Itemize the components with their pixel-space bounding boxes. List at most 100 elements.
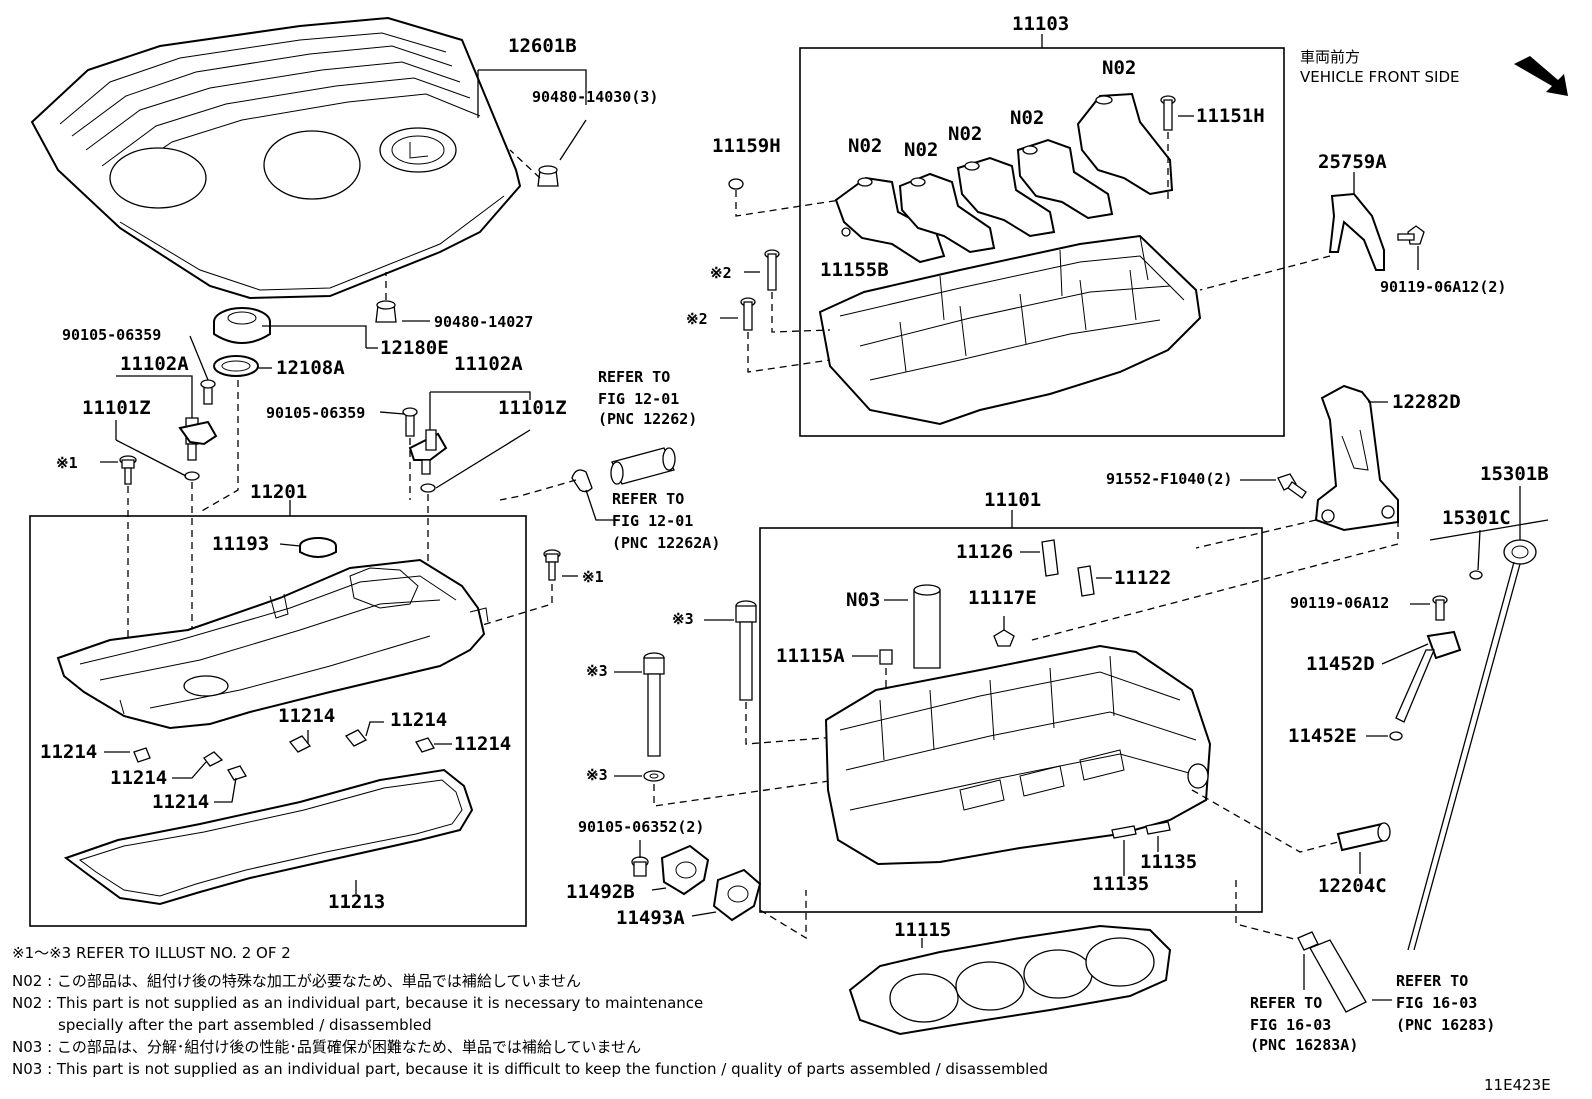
head-cover-frame [29, 515, 527, 927]
label-90119-06A12[interactable]: 90119-06A12 [1290, 594, 1389, 612]
refer-fig16-03-a[interactable]: REFER TO FIG 16-03 (PNC 16283A) [1250, 994, 1358, 1054]
seal-cap-drawing [299, 537, 337, 558]
label-11115[interactable]: 11115 [894, 919, 951, 941]
label-ref1-a[interactable]: ※1 [56, 454, 78, 472]
label-N02-b[interactable]: N02 [904, 139, 938, 161]
oil-control-valve-drawing [1336, 822, 1391, 852]
label-11155B[interactable]: 11155B [820, 259, 889, 281]
label-11126[interactable]: 11126 [956, 541, 1013, 563]
label-90105-06359-b[interactable]: 90105-06359 [266, 404, 365, 422]
label-91552-F1040[interactable]: 91552-F1040(2) [1106, 470, 1232, 488]
label-N03[interactable]: N03 [846, 589, 880, 611]
small-pins-drawing [879, 539, 1095, 669]
label-11135-a[interactable]: 11135 [1092, 873, 1149, 895]
label-15301B[interactable]: 15301B [1480, 463, 1549, 485]
orientation-english: VEHICLE FRONT SIDE [1300, 68, 1460, 86]
label-12601B[interactable]: 12601B [508, 35, 577, 57]
cam-sensor-left-drawing [178, 379, 218, 481]
label-ref2-b[interactable]: ※2 [686, 310, 708, 328]
label-12108A[interactable]: 12108A [276, 357, 345, 379]
label-11159H[interactable]: 11159H [712, 135, 781, 157]
label-90480-14030[interactable]: 90480-14030(3) [532, 88, 658, 106]
camshaft-housing-drawing [818, 234, 1202, 426]
refer-line1: REFER TO [598, 368, 670, 386]
label-N02-a[interactable]: N02 [848, 135, 882, 157]
oil-filler-cap-drawing [213, 307, 271, 377]
label-N02-e[interactable]: N02 [1102, 57, 1136, 79]
bolt-91552-drawing [1277, 473, 1307, 499]
head-cover-drawing [56, 558, 489, 730]
label-11103[interactable]: 11103 [1012, 13, 1069, 35]
label-11493A[interactable]: 11493A [616, 907, 685, 929]
refer-16-03-drawing [1297, 931, 1367, 1013]
refer-fig12-01-b[interactable]: REFER TO FIG 12-01 (PNC 12262A) [612, 490, 720, 552]
part-labels: 12601B 90480-14030(3) 90480-14027 12180E… [40, 13, 1549, 941]
note-n02-en-1: N02 : This part is not supplied as an in… [12, 994, 703, 1012]
label-N02-d[interactable]: N02 [1010, 107, 1044, 129]
label-12180E[interactable]: 12180E [380, 337, 449, 359]
cylinder-head-drawing [824, 644, 1212, 866]
label-25759A[interactable]: 25759A [1318, 151, 1387, 173]
refer-fig16-03-b[interactable]: REFER TO FIG 16-03 (PNC 16283) [1396, 972, 1495, 1034]
cylinder-head-frame [759, 527, 1263, 913]
label-90105-06359-a[interactable]: 90105-06359 [62, 326, 161, 344]
label-ref2-a[interactable]: ※2 [710, 264, 732, 282]
label-11117E[interactable]: 11117E [968, 587, 1037, 609]
label-11492B[interactable]: 11492B [566, 881, 635, 903]
label-11214-b[interactable]: 11214 [390, 709, 447, 731]
bolt-ref1-right-drawing [543, 549, 561, 581]
label-11115A[interactable]: 11115A [776, 645, 845, 667]
label-11122[interactable]: 11122 [1114, 567, 1171, 589]
refer-line3: (PNC 16283A) [1250, 1036, 1358, 1054]
label-11101Z-b[interactable]: 11101Z [498, 397, 567, 419]
label-11151H[interactable]: 11151H [1196, 105, 1265, 127]
label-N02-c[interactable]: N02 [948, 123, 982, 145]
dipstick-guide-drawing [1389, 595, 1462, 741]
label-11214-c[interactable]: 11214 [454, 733, 511, 755]
footnotes: ※1～※3 REFER TO ILLUST NO. 2 OF 2 N02 : こ… [12, 944, 1048, 1078]
label-11201[interactable]: 11201 [250, 481, 307, 503]
grommet-drawing [375, 165, 559, 323]
head-cover-gasket-drawing [63, 768, 474, 906]
label-ref3-c[interactable]: ※3 [586, 766, 608, 784]
label-15301C[interactable]: 15301C [1442, 507, 1511, 529]
note-refer-illust: ※1～※3 REFER TO ILLUST NO. 2 OF 2 [12, 944, 291, 962]
refer-line2: FIG 12-01 [612, 512, 693, 530]
refer-line1: REFER TO [1396, 972, 1468, 990]
label-11101[interactable]: 11101 [984, 489, 1041, 511]
label-ref1-b[interactable]: ※1 [582, 568, 604, 586]
label-11452E[interactable]: 11452E [1288, 725, 1357, 747]
label-11102A-a[interactable]: 11102A [120, 353, 189, 375]
label-11101Z-a[interactable]: 11101Z [82, 397, 151, 419]
bolt-ref1-left-drawing [119, 455, 137, 485]
refer-line2: FIG 16-03 [1250, 1016, 1331, 1034]
refer-line2: FIG 16-03 [1396, 994, 1477, 1012]
label-11452D[interactable]: 11452D [1306, 653, 1375, 675]
label-11213[interactable]: 11213 [328, 891, 385, 913]
bracket-25759A-drawing [1328, 192, 1425, 271]
label-90105-06352[interactable]: 90105-06352(2) [578, 818, 704, 836]
refer-line3: (PNC 12262A) [612, 534, 720, 552]
cam-sensor-right-drawing [402, 407, 448, 493]
label-11214-f[interactable]: 11214 [152, 791, 209, 813]
label-ref3-b[interactable]: ※3 [586, 662, 608, 680]
note-n03-en: N03 : This part is not supplied as an in… [12, 1060, 1048, 1078]
label-90119-06A12-2[interactable]: 90119-06A12(2) [1380, 278, 1506, 296]
label-11135-b[interactable]: 11135 [1140, 851, 1197, 873]
label-12204C[interactable]: 12204C [1318, 875, 1387, 897]
illustration-code: 11E423E [1484, 1076, 1551, 1094]
note-n03-jp: N03 : この部品は、分解･組付け後の性能･品質確保が困難なため、単品では補給… [12, 1038, 641, 1056]
label-90480-14027[interactable]: 90480-14027 [434, 313, 533, 331]
label-11214-d[interactable]: 11214 [40, 741, 97, 763]
label-12282D[interactable]: 12282D [1392, 391, 1461, 413]
label-11102A-b[interactable]: 11102A [454, 353, 523, 375]
label-11214-e[interactable]: 11214 [110, 767, 167, 789]
refer-line1: REFER TO [1250, 994, 1322, 1012]
label-11214-a[interactable]: 11214 [278, 705, 335, 727]
label-11193[interactable]: 11193 [212, 533, 269, 555]
label-ref3-a[interactable]: ※3 [672, 610, 694, 628]
refer-line2: FIG 12-01 [598, 390, 679, 408]
refer-fig12-01-a[interactable]: REFER TO FIG 12-01 (PNC 12262) [598, 368, 697, 428]
bracket-12282D-drawing [1314, 384, 1399, 532]
